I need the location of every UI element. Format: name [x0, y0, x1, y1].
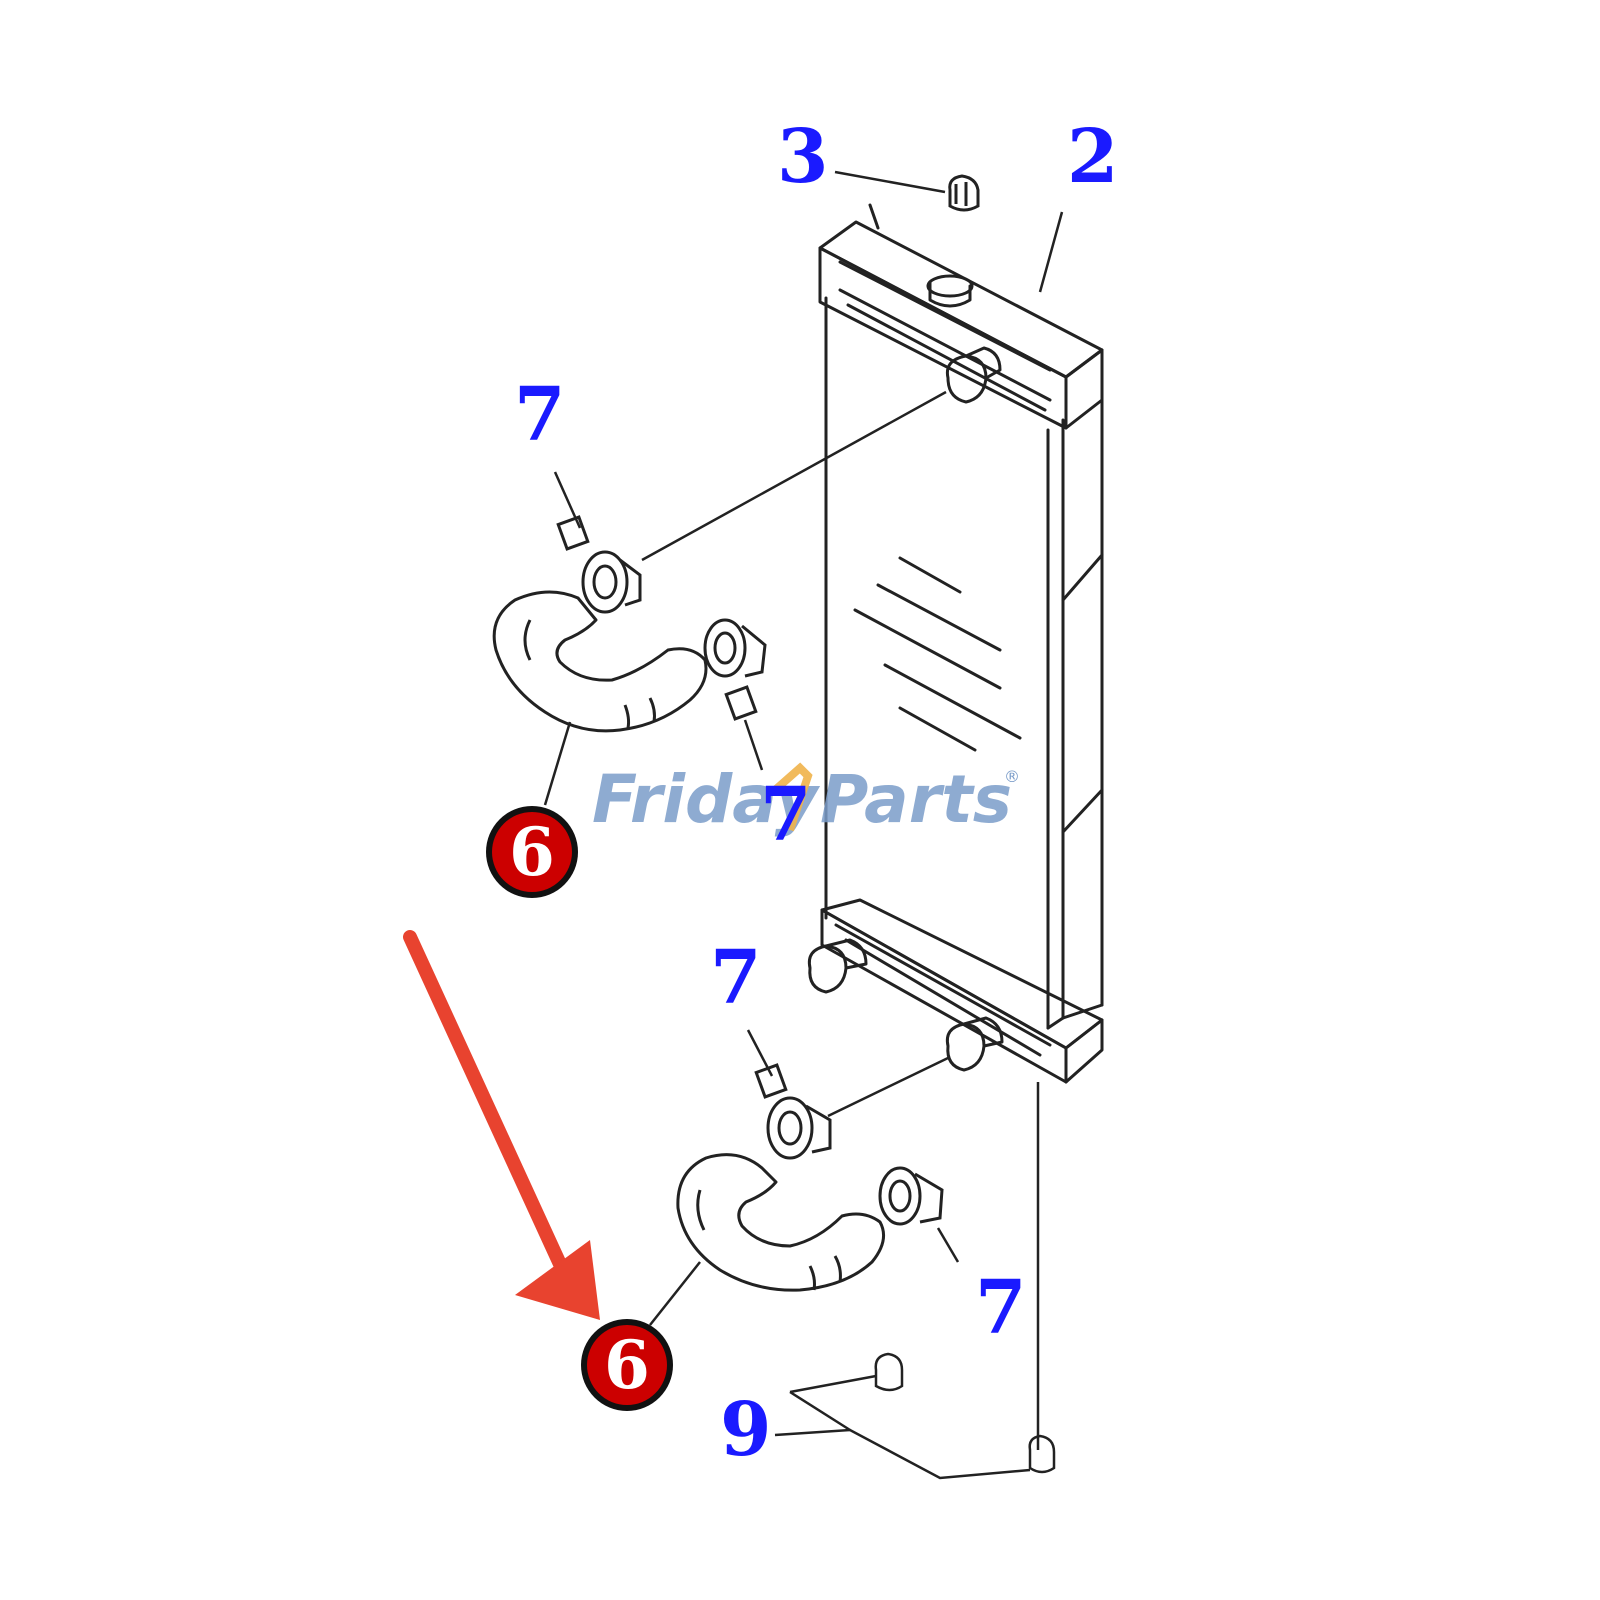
lower-hose — [676, 1153, 886, 1292]
callout-labels: 3 2 7 7 7 7 9 — [514, 114, 1119, 1473]
watermark-registered-mark: ® — [1004, 767, 1020, 786]
callout-cap: 3 — [777, 114, 829, 200]
badge-hose-upper-number: 6 — [509, 813, 555, 891]
lower-right-clamp — [878, 1166, 944, 1226]
badge-hose-upper: 6 — [486, 806, 578, 898]
watermark-logo: Friday Parts ® — [592, 761, 1020, 838]
upper-left-clamp — [556, 515, 642, 614]
highlight-arrow — [403, 930, 600, 1320]
callout-clamp-lower-left: 7 — [710, 935, 762, 1021]
watermark-text-friday: Friday — [592, 761, 821, 838]
callout-clamp-upper-left: 7 — [514, 372, 566, 458]
badge-hose-lower-number: 6 — [604, 1326, 650, 1404]
upper-right-clamp — [703, 618, 767, 721]
upper-hose — [492, 590, 708, 733]
cap-part — [948, 174, 980, 212]
callout-clamp-lower-right: 7 — [975, 1265, 1027, 1351]
callout-radiator: 2 — [1067, 114, 1119, 200]
callout-clamp-upper-right: 7 — [760, 772, 812, 858]
radiator-assembly — [807, 203, 1104, 1084]
badge-hose-lower: 6 — [581, 1319, 673, 1411]
watermark-text-parts: Parts — [820, 761, 1012, 838]
lower-left-clamp — [754, 1063, 832, 1160]
leader-lines — [543, 170, 1064, 1480]
drain-line — [874, 1082, 1056, 1474]
callout-bolt: 9 — [720, 1387, 772, 1473]
